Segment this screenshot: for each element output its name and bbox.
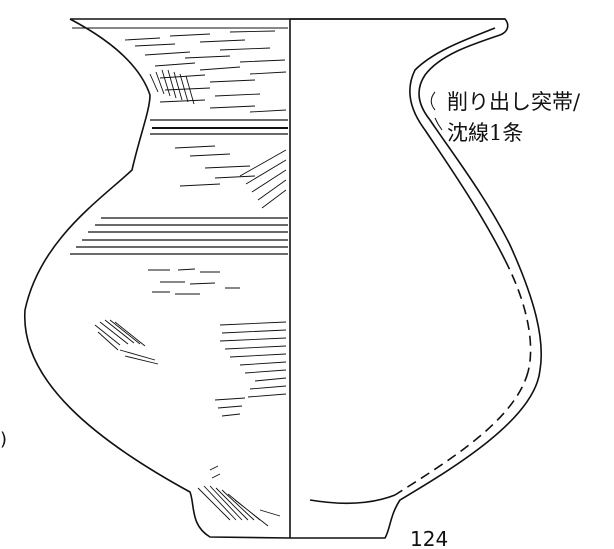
surface-hatching — [94, 30, 287, 527]
vessel-section — [290, 18, 543, 539]
annotation-line-1: 削り出し突帯/ — [447, 90, 581, 114]
annotation-line-2: 沈線1条 — [447, 121, 523, 145]
label-markers — [430, 91, 443, 131]
vessel-exterior — [24, 18, 505, 539]
figure-number: 124 — [410, 527, 448, 549]
edge-mark: ) — [0, 429, 7, 450]
band-lines — [70, 27, 288, 255]
